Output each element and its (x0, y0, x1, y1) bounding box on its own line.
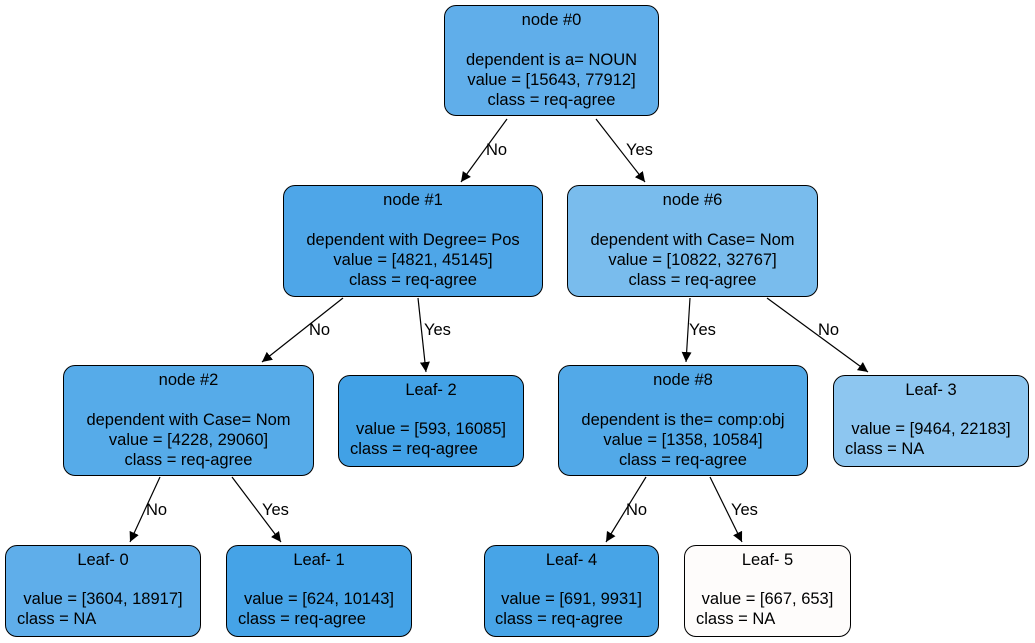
tree-node-2: node #2 dependent with Case= Nom value =… (63, 365, 314, 476)
tree-leaf-2: Leaf- 2 value = [593, 16085] class = req… (338, 375, 524, 467)
edge-label-node8-leaf5: Yes (731, 501, 758, 519)
edge-label-node6-leaf3: No (818, 321, 840, 339)
node-class: class = req-agree (619, 451, 747, 469)
leaf-value: value = [691, 9931] (501, 590, 642, 608)
node-value: value = [1358, 10584] (603, 431, 763, 449)
node-title: node #0 (521, 11, 582, 29)
leaf-class: class = NA (696, 610, 776, 628)
edge-label-node8-leaf4: No (626, 501, 648, 519)
edge-node2-leaf0 (129, 476, 161, 543)
node-title: node #2 (158, 371, 219, 389)
leaf-title: Leaf- 2 (405, 381, 457, 399)
node-condition: dependent with Degree= Pos (306, 231, 520, 249)
tree-node-8: node #8 dependent is the= comp:obj value… (558, 365, 808, 476)
node-title: node #6 (662, 191, 723, 209)
tree-leaf-0: Leaf- 0 value = [3604, 18917] class = NA (5, 545, 201, 637)
edge-node8-leaf5 (709, 476, 743, 543)
tree-leaf-5: Leaf- 5 value = [667, 653] class = NA (684, 545, 851, 637)
leaf-title: Leaf- 3 (905, 381, 957, 399)
tree-node-1: node #1 dependent with Degree= Pos value… (283, 185, 543, 297)
edge-node8-leaf4 (605, 476, 647, 543)
tree-leaf-1: Leaf- 1 value = [624, 10143] class = req… (226, 545, 412, 637)
leaf-value: value = [667, 653] (701, 590, 834, 608)
edge-label-node0-node6: Yes (626, 141, 653, 159)
tree-leaf-3: Leaf- 3 value = [9464, 22183] class = NA (833, 375, 1029, 467)
edge-label-node0-node1: No (486, 141, 508, 159)
node-condition: dependent is a= NOUN (465, 51, 638, 69)
node-condition: dependent is the= comp:obj (581, 411, 785, 429)
leaf-class: class = req-agree (495, 610, 623, 628)
leaf-class: class = req-agree (238, 610, 366, 628)
edge-label-node6-node8: Yes (689, 321, 716, 339)
node-class: class = req-agree (487, 91, 616, 109)
node-condition: dependent with Case= Nom (590, 231, 795, 249)
leaf-class: class = req-agree (350, 440, 478, 458)
tree-leaf-4: Leaf- 4 value = [691, 9931] class = req-… (484, 545, 659, 637)
edge-node2-leaf1 (231, 476, 282, 543)
edge-label-node2-leaf1: Yes (262, 501, 289, 519)
edge-node0-node1 (460, 118, 508, 183)
tree-node-0: node #0 dependent is a= NOUN value = [15… (444, 5, 659, 116)
node-value: value = [15643, 77912] (467, 71, 636, 89)
edge-node6-node8 (681, 297, 692, 363)
leaf-value: value = [3604, 18917] (23, 590, 183, 608)
node-value: value = [4821, 45145] (333, 251, 493, 269)
node-title: node #8 (653, 371, 713, 389)
node-class: class = req-agree (124, 451, 253, 469)
leaf-title: Leaf- 5 (741, 551, 794, 569)
leaf-value: value = [593, 16085] (356, 420, 506, 438)
node-class: class = req-agree (349, 271, 477, 289)
leaf-value: value = [9464, 22183] (851, 420, 1011, 438)
edge-node1-leaf2 (417, 297, 430, 373)
edge-label-node1-leaf2: Yes (424, 321, 451, 339)
leaf-value: value = [624, 10143] (244, 590, 394, 608)
node-value: value = [4228, 29060] (108, 431, 269, 449)
node-class: class = req-agree (628, 271, 757, 289)
edge-label-node1-node2: No (309, 321, 331, 339)
node-value: value = [10822, 32767] (608, 251, 777, 269)
leaf-class: class = NA (845, 440, 925, 458)
leaf-title: Leaf- 1 (293, 551, 345, 569)
node-condition: dependent with Case= Nom (86, 411, 291, 429)
leaf-title: Leaf- 0 (77, 551, 129, 569)
tree-node-6: node #6 dependent with Case= Nom value =… (567, 185, 818, 297)
edge-label-node2-leaf0: No (146, 501, 168, 519)
edge-node6-leaf3 (766, 297, 869, 373)
leaf-class: class = NA (17, 610, 97, 628)
leaf-title: Leaf- 4 (545, 551, 598, 569)
edge-node0-node6 (595, 118, 646, 183)
edge-node1-node2 (261, 297, 344, 363)
node-title: node #1 (383, 191, 443, 209)
